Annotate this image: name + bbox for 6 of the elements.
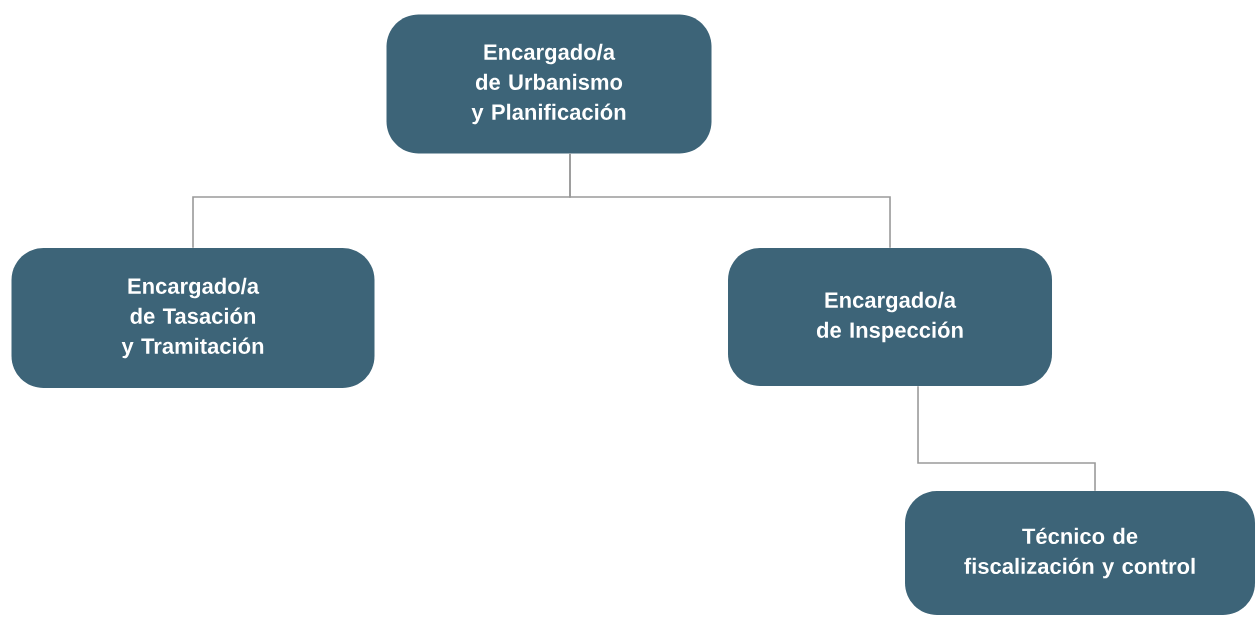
role-box: Encargado/a de Urbanismo y Planificación (386, 14, 712, 154)
connector-line (917, 385, 1096, 492)
role-box: Encargado/a de Inspección (728, 248, 1052, 386)
role-box: Técnico de fiscalización y control (905, 491, 1255, 615)
connector-line (569, 152, 891, 249)
role-box: Encargado/a de Tasación y Tramitación (11, 248, 375, 388)
